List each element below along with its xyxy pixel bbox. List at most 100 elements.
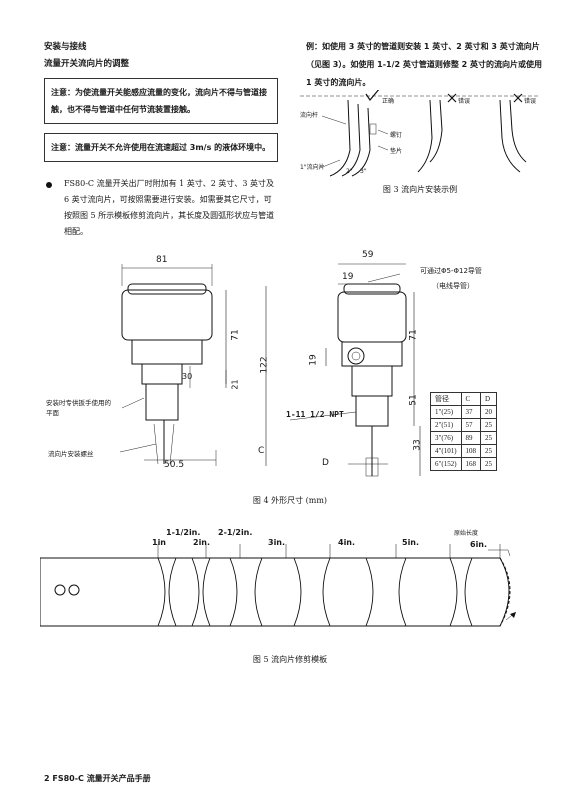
table-cell: 37 xyxy=(460,405,482,419)
figure-4-right-view xyxy=(290,263,421,477)
trim-label-5in: 5in. xyxy=(402,538,420,547)
fig3-label-correct: 正确 xyxy=(382,98,395,105)
switch-body xyxy=(131,339,203,365)
trim-label-1in: 1in xyxy=(152,538,167,547)
vane-wrong1 xyxy=(417,99,433,173)
label-cable-conduit: （电线导管） xyxy=(432,282,474,290)
fig3-label-wrong2: 错误 xyxy=(524,98,537,105)
fig3-label-2in: 2" xyxy=(346,168,353,175)
table-cell: 25 xyxy=(480,431,498,445)
conduit-hole xyxy=(347,347,365,365)
dim-30: 30 xyxy=(182,372,193,381)
dim-81: 81 xyxy=(156,255,168,265)
check-icon xyxy=(365,90,380,102)
dim-50-5: 50.5 xyxy=(164,460,185,470)
screw-shape xyxy=(369,123,377,135)
table-cell: 108 xyxy=(460,444,482,458)
cut-lines xyxy=(157,544,501,627)
thread-section xyxy=(145,383,179,421)
example-text: 例：如使用 3 英寸的管道则安装 1 英寸、2 英寸和 3 英寸流向片（见图 3… xyxy=(306,42,542,87)
table-row: 6"(152) 168 25 xyxy=(430,457,498,471)
table-header: D xyxy=(480,392,498,406)
dim-c: C xyxy=(258,446,265,456)
dim-122: 122 xyxy=(259,356,270,374)
pipe-size-table: 管径 C D 1"(25) 37 20 2"(51) 57 25 3"(76) … xyxy=(430,392,498,471)
table-cell: 25 xyxy=(480,457,498,471)
trim-cut-line xyxy=(293,557,302,627)
table-row: 3"(76) 89 25 xyxy=(430,431,498,445)
table-row: 2"(51) 57 25 xyxy=(430,418,498,432)
trim-cut-line xyxy=(365,557,374,627)
trim-label-2in: 2in. xyxy=(193,538,211,547)
trim-cut-line xyxy=(168,557,177,627)
section-title: 安装与接线 xyxy=(44,42,87,52)
table-row: 1"(25) 37 20 xyxy=(430,405,498,419)
switch-cap xyxy=(121,289,213,341)
table-cell: 168 xyxy=(460,457,482,471)
figure-3-install-example xyxy=(300,90,540,177)
vane-2in xyxy=(341,103,361,177)
table-cell: 57 xyxy=(460,418,482,432)
rod-correct xyxy=(329,99,351,177)
table-cell: 6"(152) xyxy=(430,457,462,471)
trim-cut-line xyxy=(254,557,263,627)
figure-4-left-view xyxy=(119,264,267,466)
fig3-label-wrong1: 错误 xyxy=(458,98,471,105)
note-contact: 注意：为使流量开关能感应流量的变化，流向片不得与管道接触，也不得与管道中任何节流… xyxy=(44,78,278,124)
trim-label-6in: 6in. xyxy=(470,540,488,549)
figure-5-trim-template xyxy=(40,544,517,627)
cross-icon-2 xyxy=(513,93,523,103)
note-velocity: 注意：流量开关不允许使用在流速超过 3m/s 的液体环境中。 xyxy=(44,133,278,162)
trim-label-3in: 3in. xyxy=(268,538,286,547)
bullet-vanes-text: FS80-C 流量开关出厂时附加有 1 英寸、2 英寸、3 英寸及 6 英寸流向… xyxy=(64,179,275,236)
trim-cut-line xyxy=(449,557,458,627)
fig3-label-3in: 3" xyxy=(360,168,367,175)
label-wrench-flat: 安装时专供扳手使用的平面 xyxy=(46,399,111,417)
dim-59: 59 xyxy=(362,250,374,260)
label-vane-screw: 流向片安装螺丝 xyxy=(48,450,94,458)
page-footer: 2 FS80-C 流量开关产品手册 xyxy=(44,774,151,783)
table-header: 管径 xyxy=(430,392,462,406)
vane-wrong2 xyxy=(499,99,521,173)
dim-d: D xyxy=(322,458,329,468)
switch-cap-side xyxy=(337,291,407,343)
trim-label-1-5in: 1-1/2in. xyxy=(166,528,201,537)
fig3-caption: 图 3 流向片安装示例 xyxy=(382,185,458,194)
trim-cut-line xyxy=(157,557,166,627)
subsection-title: 流量开关流向片的调整 xyxy=(44,59,130,69)
trim-label-2-5in: 2-1/2in. xyxy=(218,528,253,537)
label-original-length: 原始长度 xyxy=(454,530,479,537)
table-row: 4"(101) 108 25 xyxy=(430,444,498,458)
dim-33: 33 xyxy=(412,439,423,451)
label-npt: 1-11 1/2 NPT xyxy=(286,410,344,419)
mount-hole-1 xyxy=(54,584,66,596)
dim-51: 51 xyxy=(408,394,419,406)
dim-19-side: 19 xyxy=(308,354,319,366)
dim-21: 21 xyxy=(230,379,240,390)
trim-cut-line xyxy=(202,557,211,627)
dim-19-top: 19 xyxy=(342,272,354,282)
table-cell: 25 xyxy=(480,418,498,432)
template-outline xyxy=(40,557,510,627)
fig4-caption: 图 4 外形尺寸 (mm) xyxy=(252,496,328,505)
table-cell: 3"(76) xyxy=(430,431,462,445)
table-cell: 20 xyxy=(480,405,498,419)
trim-cut-line xyxy=(229,557,238,627)
table-cell: 4"(101) xyxy=(430,444,462,458)
vane-3in xyxy=(351,107,371,177)
dim-71-left: 71 xyxy=(230,329,241,341)
vane-wrong2b xyxy=(509,99,527,163)
trim-cut-line xyxy=(464,557,473,627)
table-cell: 25 xyxy=(480,444,498,458)
label-conduit: 可通过Φ5-Φ12导管 xyxy=(420,267,482,275)
fig3-label-vane1: 1"流向片 xyxy=(300,164,325,171)
table-header-row: 管径 C D xyxy=(430,392,498,406)
dim-71-right: 71 xyxy=(408,329,419,341)
trim-label-4in: 4in. xyxy=(338,538,356,547)
table-cell: 1"(25) xyxy=(430,405,462,419)
mount-hole-2 xyxy=(68,584,80,596)
trim-cut-line xyxy=(398,557,407,627)
vane-wrong1b xyxy=(429,99,443,163)
fig3-label-screw: 螺钉 xyxy=(390,132,403,139)
table-cell: 89 xyxy=(460,431,482,445)
